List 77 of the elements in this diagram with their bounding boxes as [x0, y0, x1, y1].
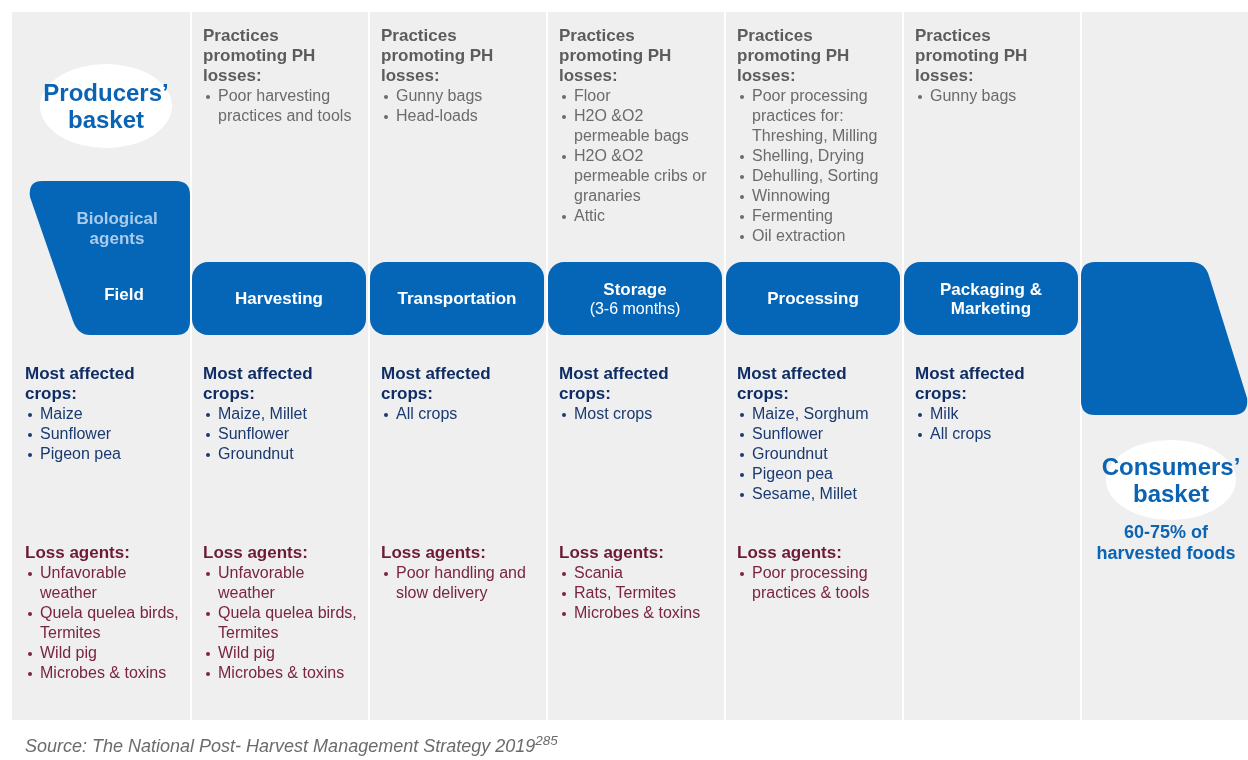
- agent-label: Biological agents: [75, 209, 159, 249]
- stage-duration: (3-6 months): [589, 298, 681, 318]
- share-note: 60-75% of harvested foods: [1095, 522, 1237, 564]
- source-caption: Source: The National Post- Harvest Management Strategy 2019$^{285}$: [25, 735, 558, 757]
- section-heading: Practices promoting PH losses:: [381, 26, 495, 86]
- list-item: Poor handling and slow delivery: [396, 563, 527, 603]
- list-item: Wild pig: [40, 643, 98, 663]
- list-item: Rats, Termites: [574, 583, 677, 603]
- consumer-stage-shape: [1081, 262, 1248, 415]
- stage-label: Processing: [767, 289, 859, 308]
- list-item: Floor: [574, 86, 612, 106]
- section-heading: Practices promoting PH losses:: [737, 26, 851, 86]
- list-item: H2O &O2 permeable bags: [574, 106, 690, 146]
- list-item: Unfavorable weather: [40, 563, 128, 603]
- section-heading: Practices promoting PH losses:: [915, 26, 1029, 86]
- section-heading: Most affected crops:: [559, 364, 670, 404]
- list-item: Poor processing practices for: Threshing, Milling: [752, 86, 879, 146]
- list-item: Sunflower: [752, 424, 825, 444]
- list-item: Scania: [574, 563, 624, 583]
- stage-box: [192, 262, 366, 335]
- list-item: Dehulling, Sorting: [752, 166, 880, 186]
- stage-box: [726, 262, 900, 335]
- list-item: Maize: [40, 404, 84, 424]
- section-heading: Loss agents:: [203, 543, 309, 563]
- list-item: Quela quelea birds, Termites: [40, 603, 180, 643]
- list-item: Poor harvesting practices and tools: [218, 86, 353, 126]
- basket-title: Producers’ basket: [42, 79, 170, 133]
- list-item: Maize, Sorghum: [752, 404, 870, 424]
- list-item: Gunny bags: [930, 86, 1018, 106]
- list-item: Unfavorable weather: [218, 563, 306, 603]
- list-item: All crops: [930, 424, 993, 444]
- field-stage-shape: [28, 181, 190, 335]
- list-item: Gunny bags: [396, 86, 484, 106]
- section-heading: Practices promoting PH losses:: [203, 26, 317, 86]
- list-item: Winnowing: [752, 186, 832, 206]
- list-item: Maize, Millet: [218, 404, 308, 424]
- list-item: Microbes & toxins: [574, 603, 702, 623]
- stage-label: Harvesting: [235, 289, 323, 308]
- stage-label: Transportation: [397, 289, 517, 308]
- section-heading: Most affected crops:: [915, 364, 1026, 404]
- stage-box: [548, 262, 722, 335]
- list-item: All crops: [396, 404, 459, 424]
- list-item: Head-loads: [396, 106, 479, 126]
- list-item: Quela quelea birds, Termites: [218, 603, 358, 643]
- section-heading: Most affected crops:: [203, 364, 314, 404]
- section-heading: Most affected crops:: [737, 364, 848, 404]
- basket-title: Consumers’ basket: [1100, 453, 1242, 507]
- section-heading: Loss agents:: [737, 543, 843, 563]
- section-heading: Practices promoting PH losses:: [559, 26, 673, 86]
- list-item: Fermenting: [752, 206, 834, 226]
- section-heading: Most affected crops:: [25, 364, 136, 404]
- list-item: Attic: [574, 206, 607, 226]
- list-item: Microbes & toxins: [218, 663, 346, 683]
- list-item: Microbes & toxins: [40, 663, 168, 683]
- list-item: Pigeon pea: [40, 444, 122, 464]
- section-heading: Loss agents:: [381, 543, 487, 563]
- section-heading: Loss agents:: [25, 543, 131, 563]
- stage-label: Packaging & Marketing: [938, 279, 1043, 318]
- list-item: Sunflower: [218, 424, 291, 444]
- list-item: H2O &O2 permeable cribs or granaries: [574, 146, 708, 206]
- stage-box: [904, 262, 1078, 335]
- list-item: Sunflower: [40, 424, 113, 444]
- list-item: Oil extraction: [752, 226, 847, 246]
- stage-label: Field: [103, 285, 145, 305]
- list-item: Milk: [930, 404, 960, 424]
- section-heading: Most affected crops:: [381, 364, 492, 404]
- list-item: Poor processing practices & tools: [752, 563, 871, 603]
- list-item: Groundnut: [752, 444, 829, 464]
- list-item: Shelling, Drying: [752, 146, 866, 166]
- stage-box: [370, 262, 544, 335]
- list-item: Wild pig: [218, 643, 276, 663]
- list-item: Groundnut: [218, 444, 295, 464]
- list-item: Pigeon pea: [752, 464, 834, 484]
- stage-label: Storage: [603, 279, 667, 299]
- list-item: Sesame, Millet: [752, 484, 858, 504]
- section-heading: Loss agents:: [559, 543, 665, 563]
- list-item: Most crops: [574, 404, 654, 424]
